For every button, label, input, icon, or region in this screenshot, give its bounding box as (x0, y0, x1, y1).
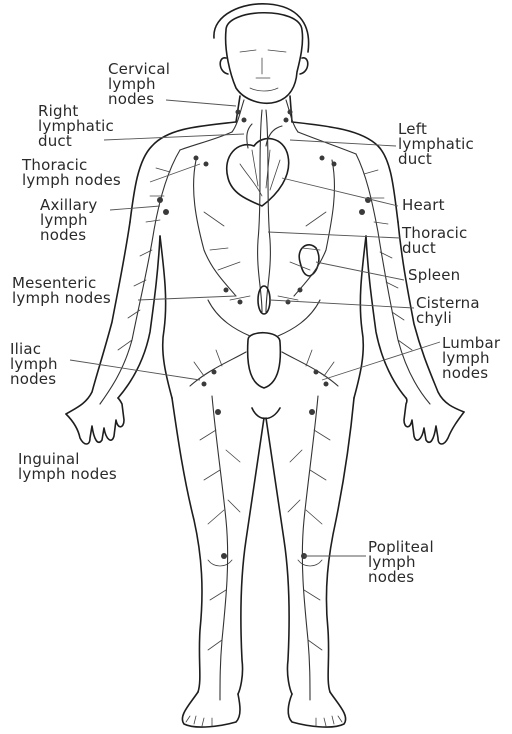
label-inguinal-line-2: lymph nodes (18, 467, 117, 482)
label-popliteal-lymph-nodes: Popliteal lymph nodes (368, 540, 434, 585)
label-mesenteric-line-2: lymph nodes (12, 291, 111, 306)
label-cervical-line-3: nodes (108, 92, 170, 107)
label-thoracic-duct: Thoracic duct (402, 226, 467, 256)
label-iliac-lymph-nodes: Iliac lymph nodes (10, 342, 58, 387)
label-cisterna-line-2: chyli (416, 311, 480, 326)
label-thoracic-duct-line-2: duct (402, 241, 467, 256)
lymph-vessels (100, 100, 430, 700)
label-iliac-line-3: nodes (10, 372, 58, 387)
label-axillary-lymph-nodes: Axillary lymph nodes (40, 198, 97, 243)
label-cisterna-chyli: Cisterna chyli (416, 296, 480, 326)
label-right-lymphatic-line-3: duct (38, 134, 114, 149)
label-left-lymphatic-line-3: duct (398, 152, 474, 167)
label-axillary-line-3: nodes (40, 228, 97, 243)
label-left-lymphatic-duct: Left lymphatic duct (398, 122, 474, 167)
label-inguinal-lymph-nodes: Inguinal lymph nodes (18, 452, 117, 482)
label-right-lymphatic-duct: Right lymphatic duct (38, 104, 114, 149)
label-mesenteric-lymph-nodes: Mesenteric lymph nodes (12, 276, 111, 306)
label-cervical-lymph-nodes: Cervical lymph nodes (108, 62, 170, 107)
label-popliteal-line-3: nodes (368, 570, 434, 585)
label-heart-line-1: Heart (402, 198, 445, 213)
label-spleen-line-1: Spleen (408, 268, 460, 283)
lymph-node-dots (157, 110, 371, 560)
label-spleen: Spleen (408, 268, 460, 283)
label-thoracic-lymph-nodes: Thoracic lymph nodes (22, 158, 121, 188)
label-lumbar-line-3: nodes (442, 366, 500, 381)
label-heart: Heart (402, 198, 445, 213)
body-outline (66, 4, 464, 727)
label-thoracic-nodes-line-2: lymph nodes (22, 173, 121, 188)
heart-shape (227, 124, 289, 206)
label-lumbar-lymph-nodes: Lumbar lymph nodes (442, 336, 500, 381)
